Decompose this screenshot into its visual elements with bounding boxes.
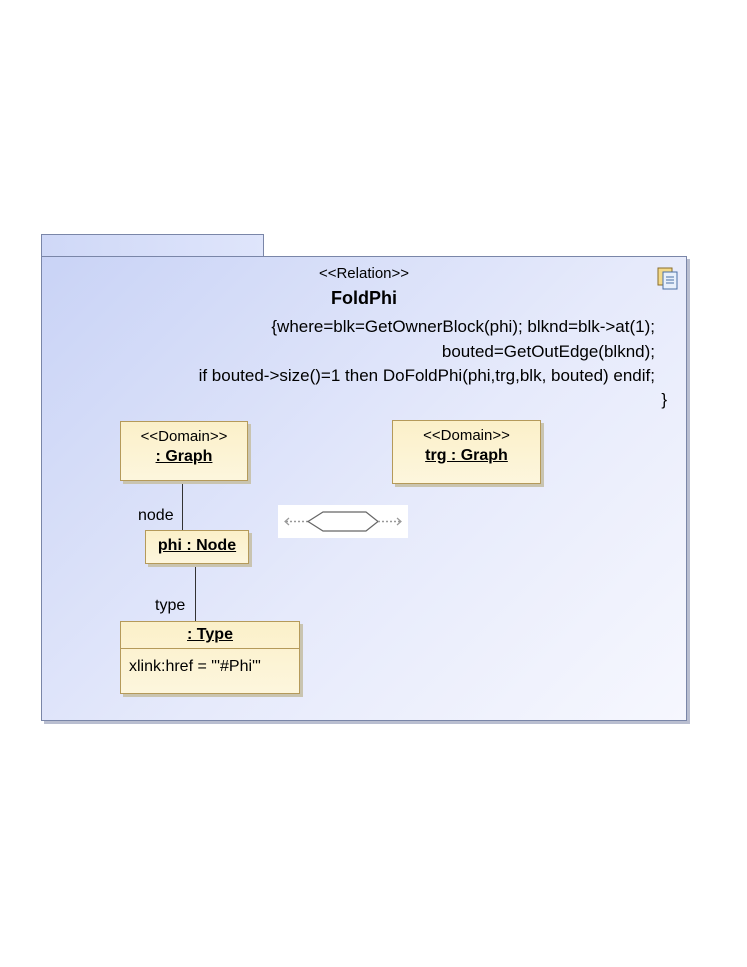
phi-node-box[interactable]: phi : Node [145, 530, 249, 564]
phi-node-name: phi : Node [157, 537, 237, 554]
constraint-line-3: if bouted->size()=1 then DoFoldPhi(phi,t… [198, 366, 655, 385]
type-edge-label: type [155, 597, 186, 614]
type-name: : Type [187, 626, 233, 643]
document-icon [656, 266, 680, 290]
type-attribute: xlink:href = "'#Phi'" [129, 658, 261, 675]
type-edge-line [195, 564, 196, 621]
type-compartment-divider [121, 648, 299, 649]
constraint-line-1: {where=blk=GetOwnerBlock(phi); blknd=blk… [271, 317, 655, 336]
type-box[interactable]: : Type xlink:href = "'#Phi'" [120, 621, 300, 694]
domain-graph-stereotype: <<Domain>> [140, 428, 228, 445]
relation-name: FoldPhi [331, 288, 397, 308]
relation-stereotype: <<Relation>> [318, 265, 410, 282]
domain-graph-name: : Graph [155, 448, 213, 465]
domain-trg-stereotype: <<Domain>> [423, 427, 510, 444]
domain-trg-box[interactable]: <<Domain>> trg : Graph [392, 420, 541, 484]
constraint-line-2: bouted=GetOutEdge(blknd); [441, 342, 655, 361]
node-edge-line [182, 480, 183, 530]
domain-graph-box[interactable]: <<Domain>> : Graph [120, 421, 248, 481]
domain-trg-name: trg : Graph [425, 447, 508, 464]
hexagon-transformation-icon[interactable] [278, 505, 408, 538]
node-edge-label: node [138, 507, 174, 524]
package-tab [41, 234, 264, 256]
constraint-line-4: } [661, 390, 667, 409]
